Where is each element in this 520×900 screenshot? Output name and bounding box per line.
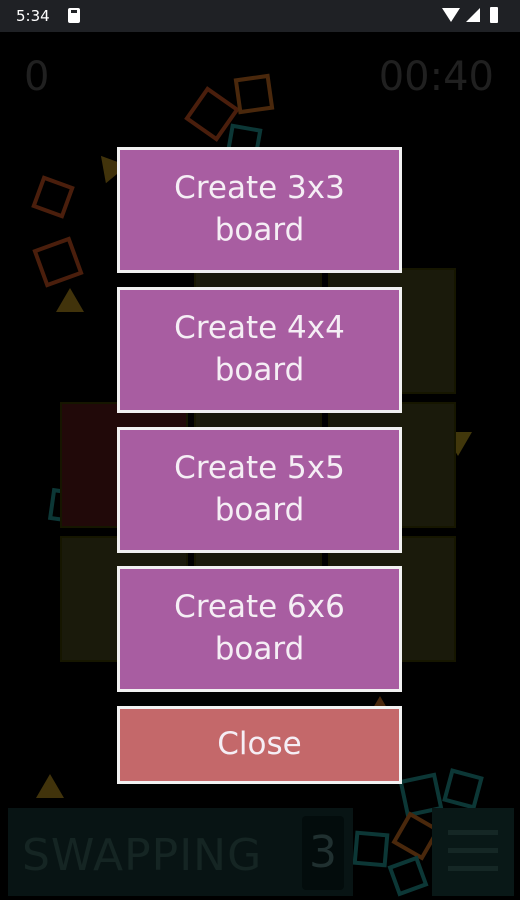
swap-mode-bar: SWAPPING 3 bbox=[8, 808, 353, 896]
wifi-icon bbox=[442, 8, 460, 22]
sliders-icon bbox=[448, 830, 498, 835]
timer-display: 00:40 bbox=[378, 54, 494, 100]
sd-card-icon bbox=[68, 8, 80, 23]
decorative-triangle-shape bbox=[36, 774, 64, 798]
create-5x5-button[interactable]: Create 5x5 board bbox=[117, 427, 402, 553]
decorative-triangle-shape bbox=[56, 288, 84, 312]
mode-label: SWAPPING bbox=[22, 830, 263, 881]
settings-menu-button[interactable] bbox=[432, 808, 514, 896]
create-6x6-button[interactable]: Create 6x6 board bbox=[117, 566, 402, 692]
status-bar: 5:34 bbox=[0, 0, 520, 32]
create-3x3-button[interactable]: Create 3x3 board bbox=[117, 147, 402, 273]
battery-icon bbox=[490, 7, 498, 23]
sliders-icon bbox=[448, 848, 498, 853]
score-display: 0 bbox=[24, 54, 50, 100]
sliders-icon bbox=[448, 866, 498, 871]
status-time: 5:34 bbox=[16, 7, 50, 25]
close-button[interactable]: Close bbox=[117, 706, 402, 784]
swap-count: 3 bbox=[302, 816, 344, 890]
create-4x4-button[interactable]: Create 4x4 board bbox=[117, 287, 402, 413]
signal-icon bbox=[466, 8, 480, 22]
